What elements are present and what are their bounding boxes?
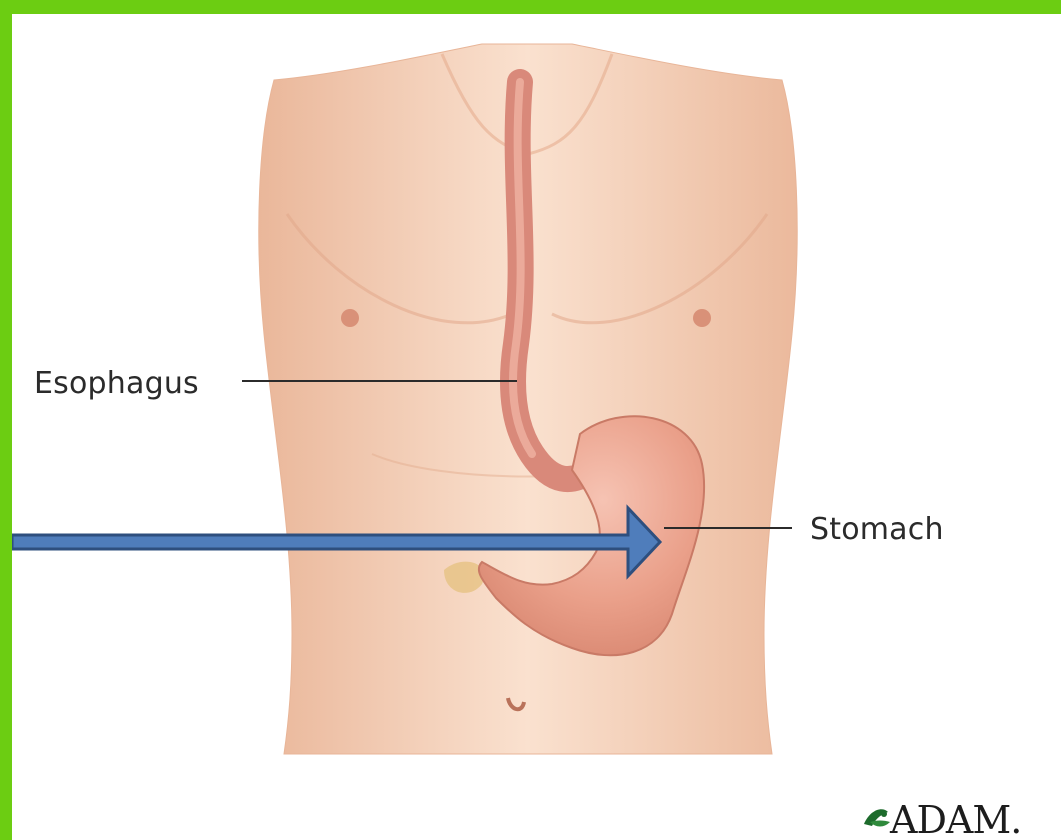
left-nipple	[341, 309, 359, 327]
anatomy-illustration	[12, 14, 1061, 840]
adam-logo-text: ADAM.	[890, 798, 1021, 840]
right-nipple	[693, 309, 711, 327]
slide-canvas: Esophagus Stomach ADAM.	[12, 14, 1061, 840]
stomach-label: Stomach	[810, 512, 944, 547]
leaf-icon	[864, 809, 890, 826]
esophagus-label: Esophagus	[34, 366, 199, 401]
